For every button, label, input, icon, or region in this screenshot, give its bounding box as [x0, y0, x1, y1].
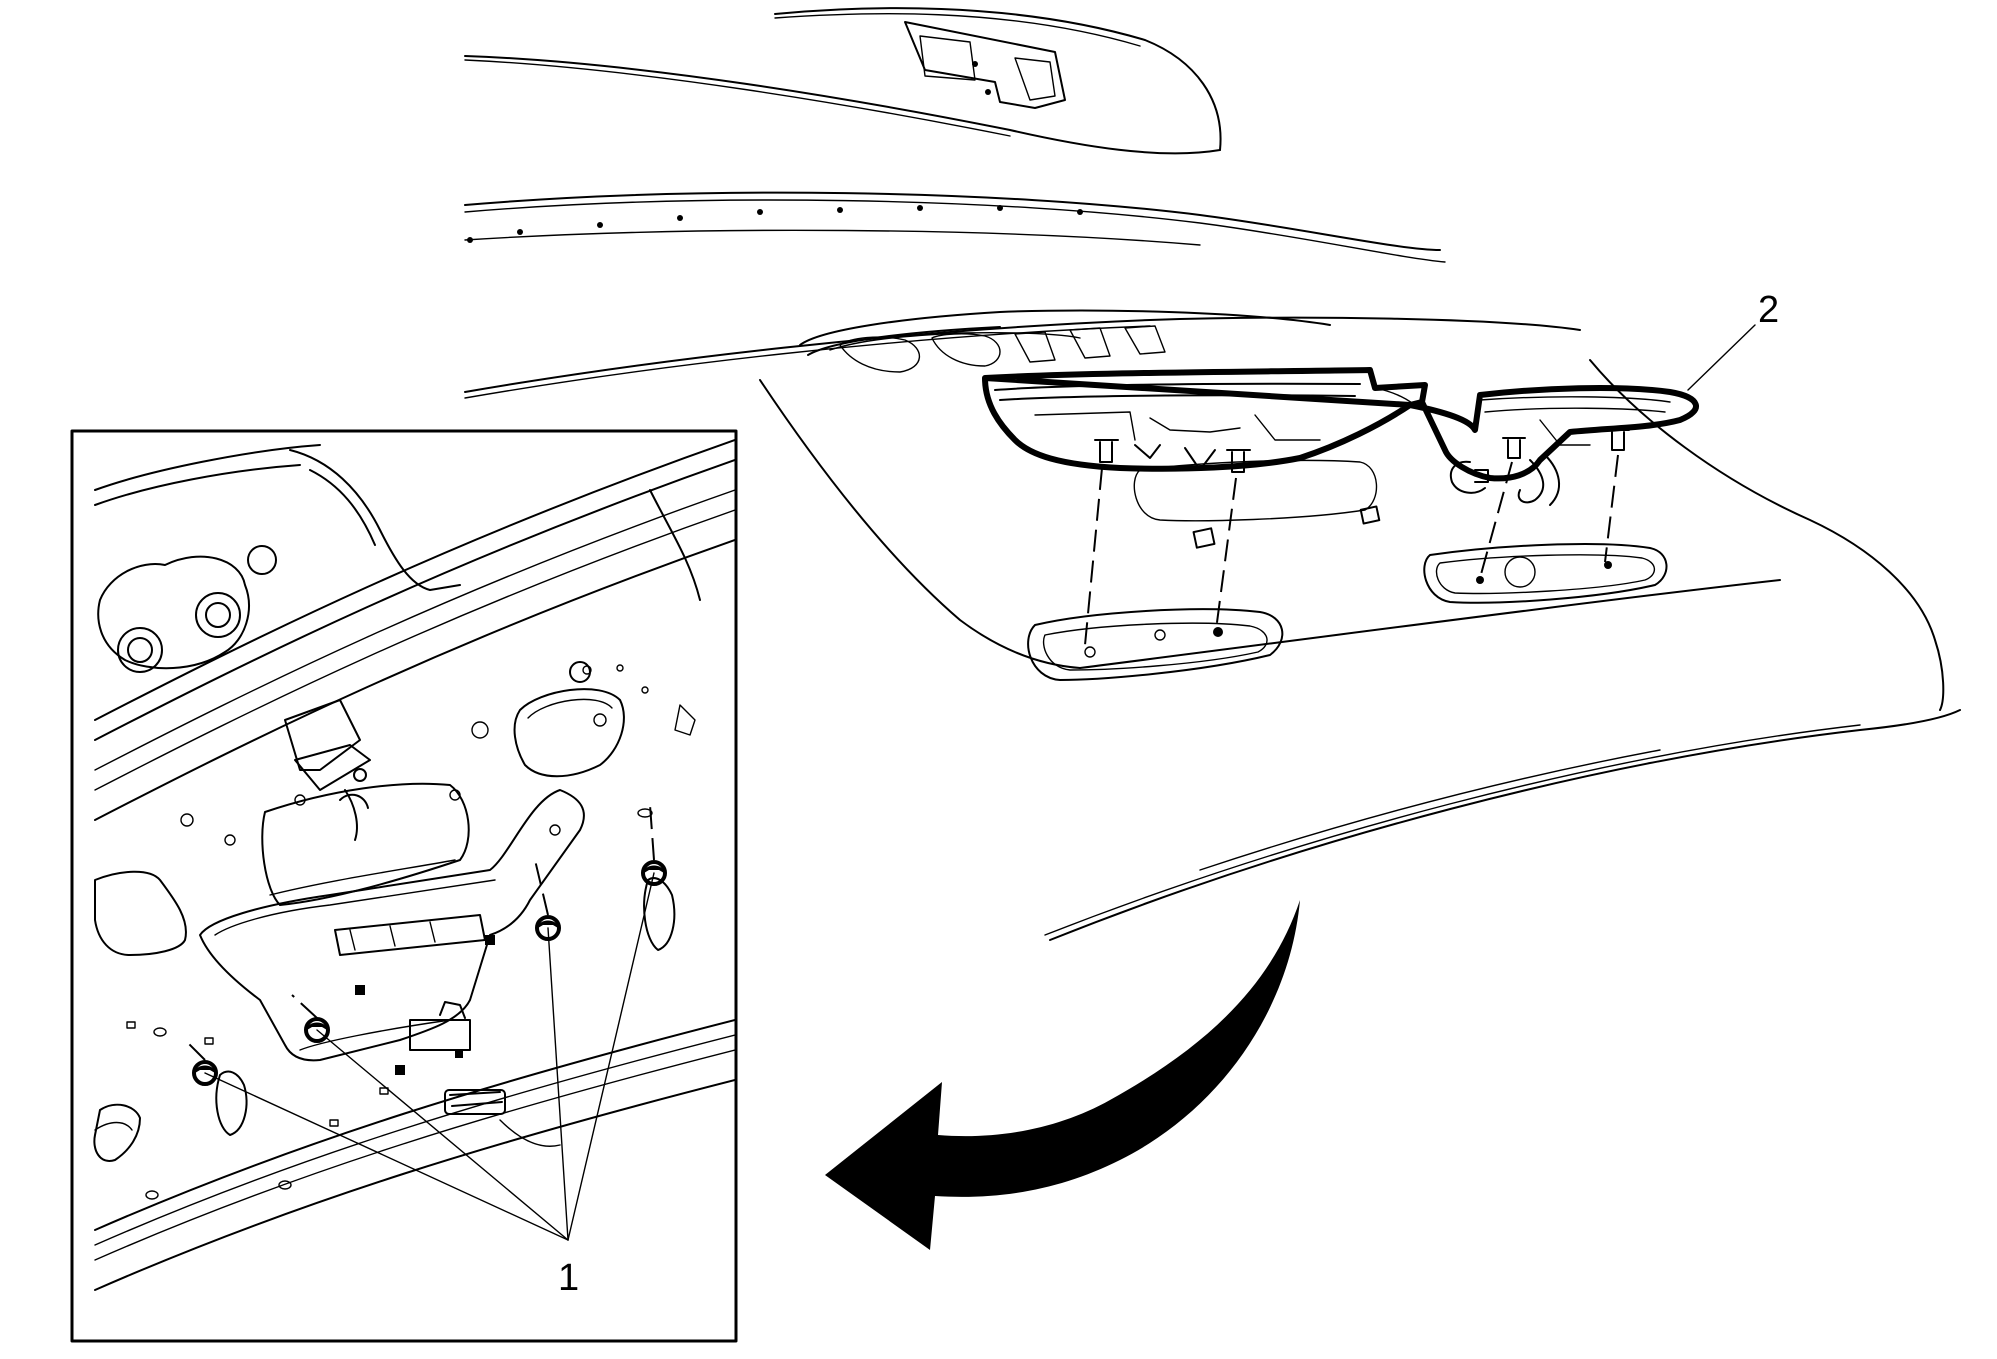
decklid-main-view: 2 [464, 7, 1961, 941]
install-line [1604, 454, 1619, 563]
callout-1-leader [567, 872, 655, 1241]
lamp-connector [1450, 460, 1489, 494]
callout-2: 2 [1758, 289, 1779, 331]
inset-frame [70, 429, 738, 1343]
stop-lamp-assembly [982, 367, 1699, 506]
detail-inset: 1 [70, 429, 738, 1343]
roof-edge [464, 55, 1221, 155]
right-mounting-pad [1423, 543, 1668, 604]
lamp-stud [1611, 431, 1625, 451]
callout-1-leader [547, 927, 569, 1241]
install-line [1215, 477, 1237, 631]
retaining-nut [304, 1017, 330, 1043]
stop-lamp-outline [982, 367, 1699, 482]
install-line [1479, 461, 1513, 579]
lamp-stud [1231, 451, 1245, 473]
rotation-arrow-icon [825, 900, 1300, 1250]
callout-1: 1 [558, 1257, 579, 1299]
install-line [1084, 467, 1103, 646]
callout-2-leader [1687, 324, 1756, 391]
retaining-nut [192, 1060, 218, 1086]
left-mounting-pad [1027, 608, 1284, 681]
retaining-nut [535, 915, 561, 941]
callout-1-leader [204, 1072, 569, 1241]
callout-1-leader [316, 1029, 569, 1241]
lamp-stud [1099, 441, 1113, 463]
retaining-nut [641, 860, 667, 886]
upper-lamp-housing [904, 21, 1066, 109]
lamp-stud [1507, 439, 1521, 459]
